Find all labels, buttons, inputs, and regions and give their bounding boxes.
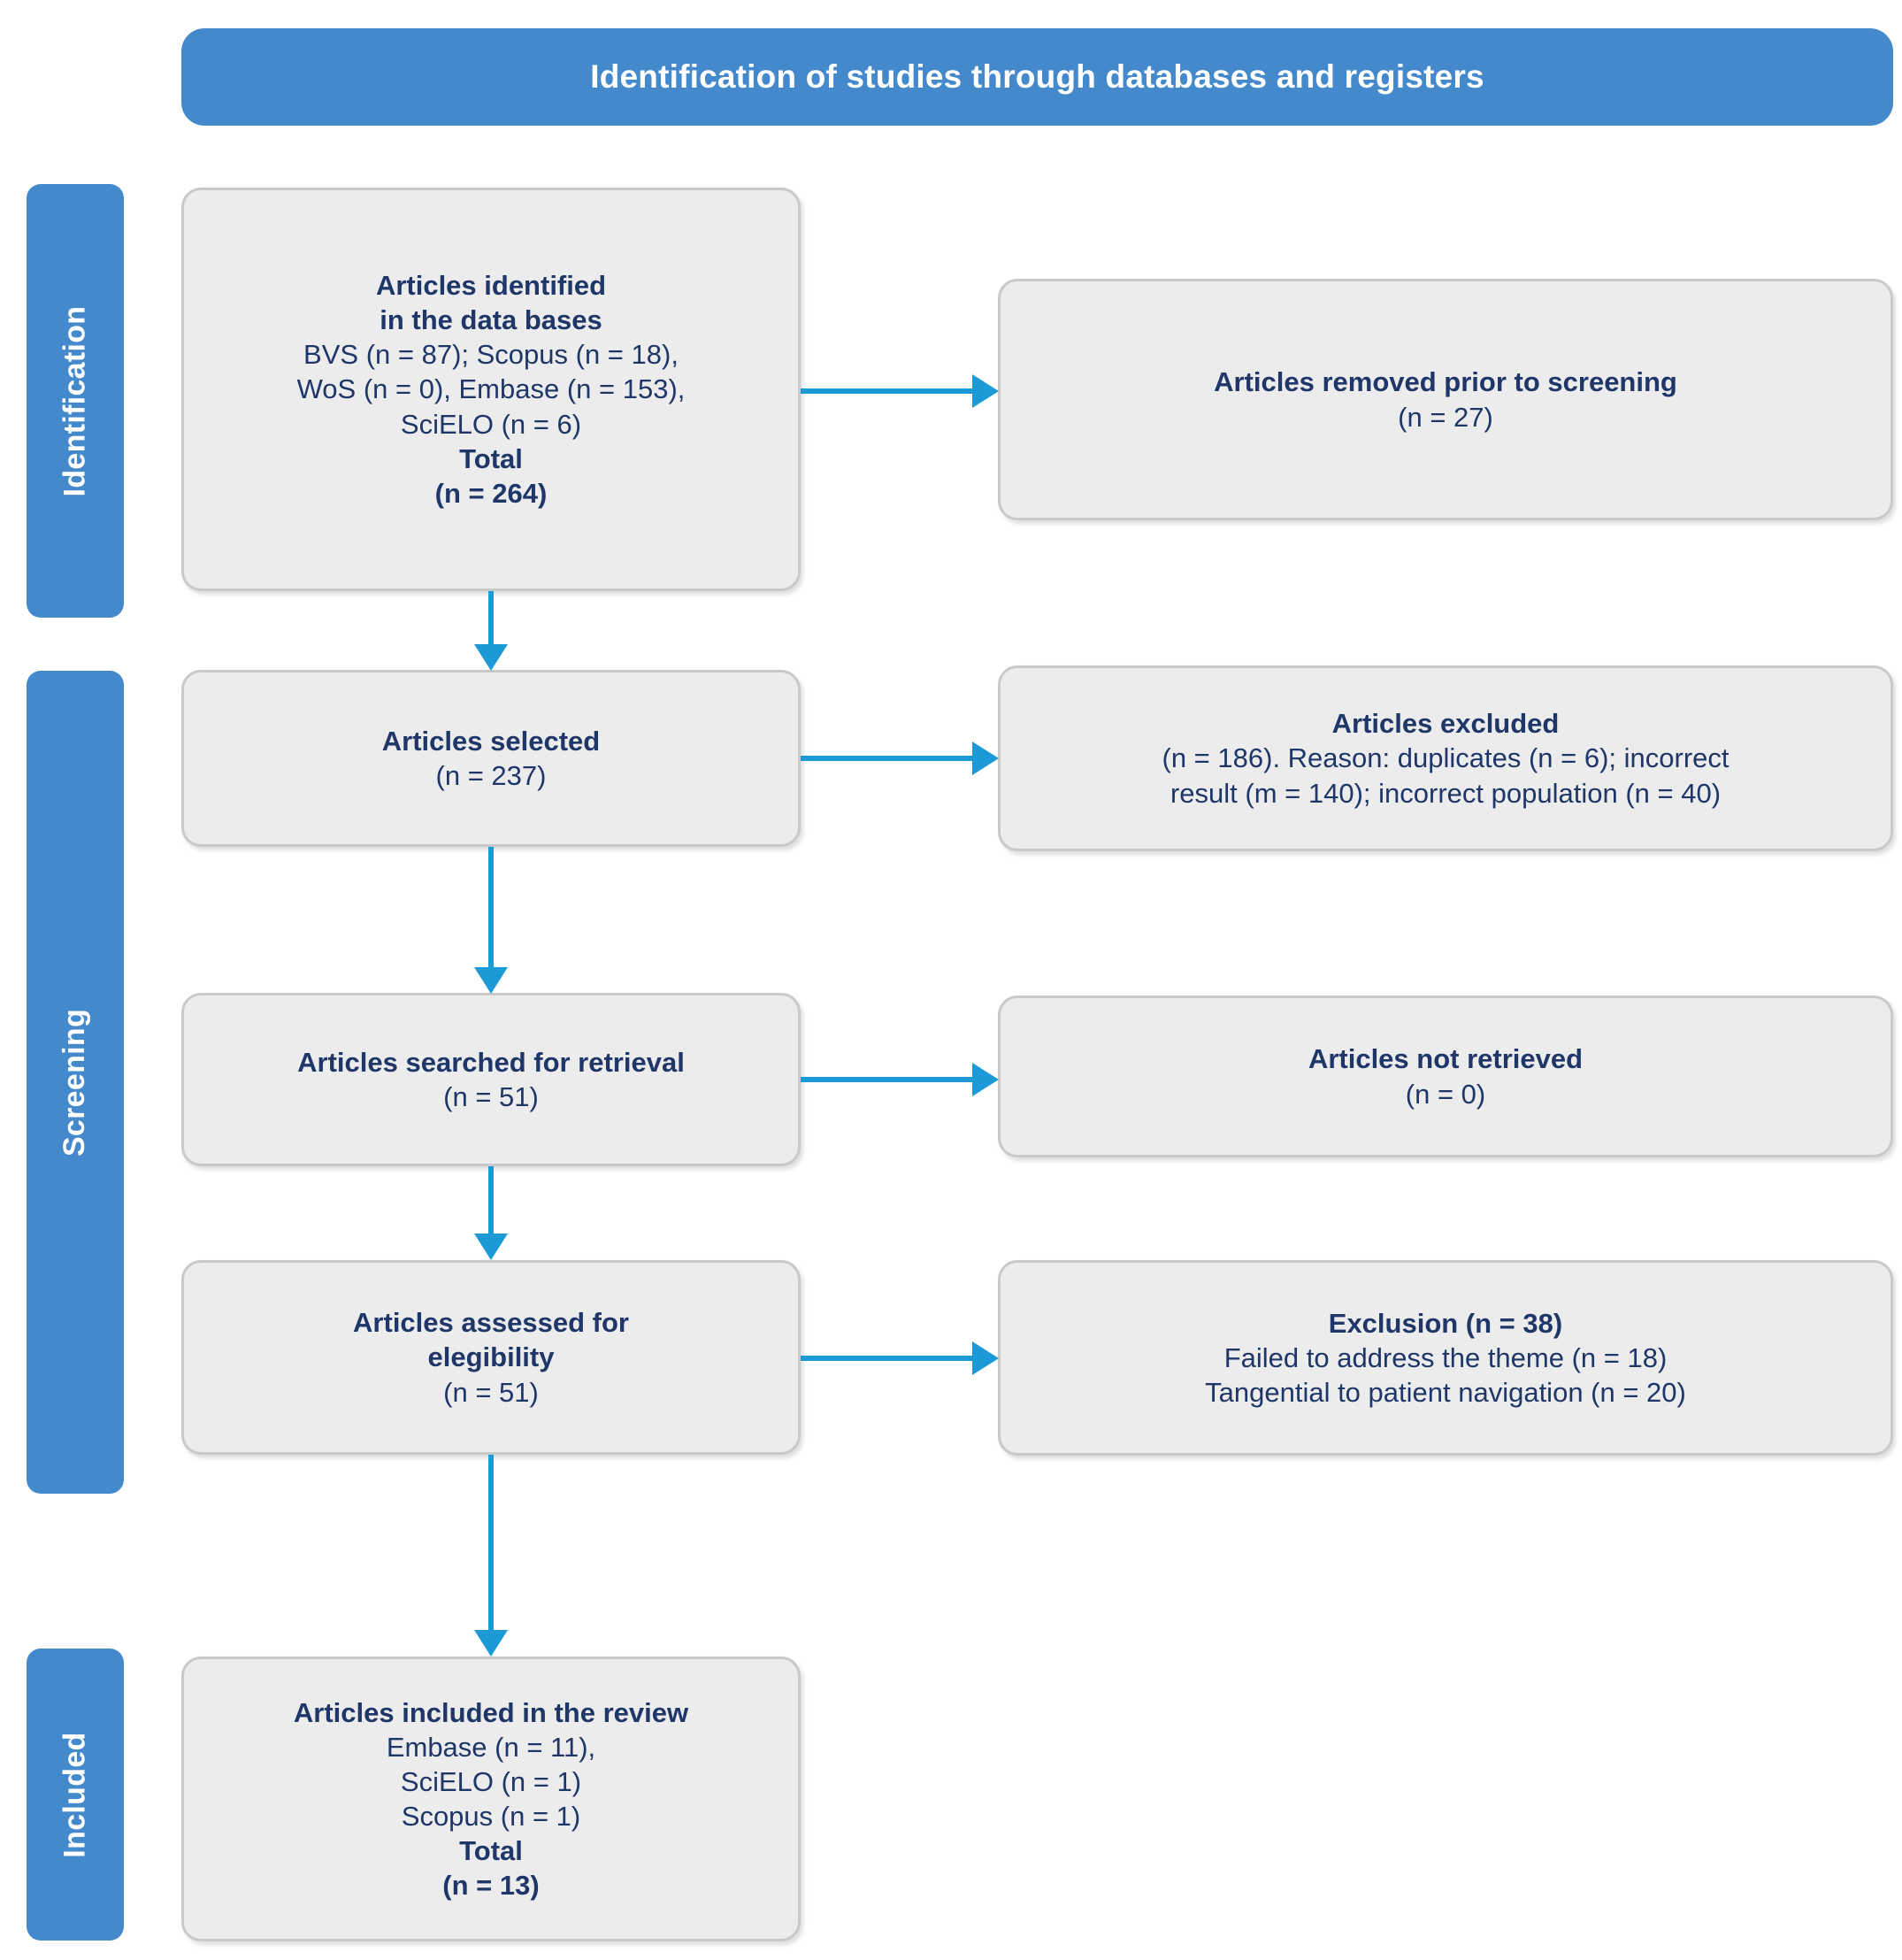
node-line: (n = 13) [442, 1870, 540, 1902]
node-line: Articles searched for retrieval [297, 1046, 685, 1078]
node-line: Articles included in the review [293, 1696, 689, 1728]
phase-label-screening: Screening [27, 671, 124, 1494]
arrow-head-icon [474, 644, 508, 671]
arrow-identified-to-selected [473, 591, 509, 671]
arrow-selected-to-searched [473, 847, 509, 994]
node-line: Scopus (n = 1) [401, 1801, 581, 1832]
node-articles-included-in-the-review: Articles included in the review Embase (… [181, 1656, 801, 1941]
node-line: (n = 51) [443, 1376, 539, 1408]
node-line: BVS (n = 87); Scopus (n = 18), [303, 339, 679, 371]
arrow-shaft [801, 756, 978, 761]
arrow-shaft [801, 1077, 978, 1082]
arrow-head-icon [474, 967, 508, 994]
node-line: Articles not retrieved [1308, 1043, 1584, 1075]
arrow-head-icon [474, 1234, 508, 1260]
arrow-head-icon [972, 1341, 999, 1375]
arrow-assessed-to-exclusion [801, 1341, 999, 1376]
node-line: (n = 237) [435, 760, 547, 791]
arrow-head-icon [972, 374, 999, 408]
arrow-shaft [488, 591, 494, 646]
node-line: Total [459, 442, 523, 474]
arrow-shaft [801, 1356, 978, 1361]
node-line: elegibility [427, 1341, 555, 1373]
arrow-searched-to-assessed [473, 1166, 509, 1260]
node-line: Tangential to patient navigation (n = 20… [1205, 1377, 1686, 1409]
node-line: Articles excluded [1331, 708, 1560, 740]
node-line: in the data bases [380, 304, 602, 336]
node-line: Articles selected [381, 725, 601, 757]
phase-label-identification: Identification [27, 184, 124, 618]
phase-label-included-text: Included [58, 1731, 92, 1858]
node-line: (n = 186). Reason: duplicates (n = 6); i… [1162, 742, 1729, 774]
node-line: Total [459, 1835, 523, 1867]
arrow-shaft [488, 1455, 494, 1632]
node-line: Embase (n = 11), [386, 1731, 596, 1763]
node-line: Articles identified [375, 270, 607, 302]
node-line: result (m = 140); incorrect population (… [1170, 777, 1722, 809]
node-line: (n = 27) [1398, 401, 1493, 433]
node-line: SciELO (n = 6) [400, 408, 582, 440]
header-banner: Identification of studies through databa… [181, 28, 1893, 126]
header-title: Identification of studies through databa… [590, 58, 1484, 95]
phase-label-identification-text: Identification [58, 305, 92, 496]
arrow-head-icon [972, 1063, 999, 1096]
arrow-shaft [801, 388, 978, 394]
node-line: (n = 51) [443, 1081, 539, 1112]
node-articles-removed-prior-to-screening: Articles removed prior to screening (n =… [998, 279, 1893, 520]
node-articles-excluded: Articles excluded (n = 186). Reason: dup… [998, 665, 1893, 851]
node-line: Articles assessed for [353, 1307, 629, 1339]
node-articles-selected: Articles selected (n = 237) [181, 670, 801, 847]
node-line: SciELO (n = 1) [400, 1765, 582, 1797]
node-line: Exclusion (n = 38) [1328, 1307, 1563, 1339]
arrow-assessed-to-included [473, 1455, 509, 1656]
node-articles-assessed-for-eligibility: Articles assessed for elegibility (n = 5… [181, 1260, 801, 1455]
node-exclusion: Exclusion (n = 38) Failed to address the… [998, 1260, 1893, 1456]
arrow-head-icon [972, 742, 999, 775]
node-line: Failed to address the theme (n = 18) [1223, 1341, 1668, 1373]
phase-label-screening-text: Screening [58, 1008, 92, 1157]
arrow-shaft [488, 1166, 494, 1235]
arrow-searched-to-not-retrieved [801, 1062, 999, 1097]
arrow-identified-to-removed [801, 373, 999, 409]
node-articles-not-retrieved: Articles not retrieved (n = 0) [998, 995, 1893, 1157]
arrow-selected-to-excluded [801, 741, 999, 776]
node-line: (n = 264) [434, 477, 548, 509]
arrow-head-icon [474, 1630, 508, 1656]
node-line: Articles removed prior to screening [1214, 366, 1677, 398]
phase-label-included: Included [27, 1649, 124, 1941]
arrow-shaft [488, 847, 494, 969]
node-line: (n = 0) [1405, 1078, 1486, 1110]
node-line: WoS (n = 0), Embase (n = 153), [296, 373, 686, 405]
node-articles-identified: Articles identified in the data bases BV… [181, 188, 801, 591]
node-articles-searched-for-retrieval: Articles searched for retrieval (n = 51) [181, 993, 801, 1166]
